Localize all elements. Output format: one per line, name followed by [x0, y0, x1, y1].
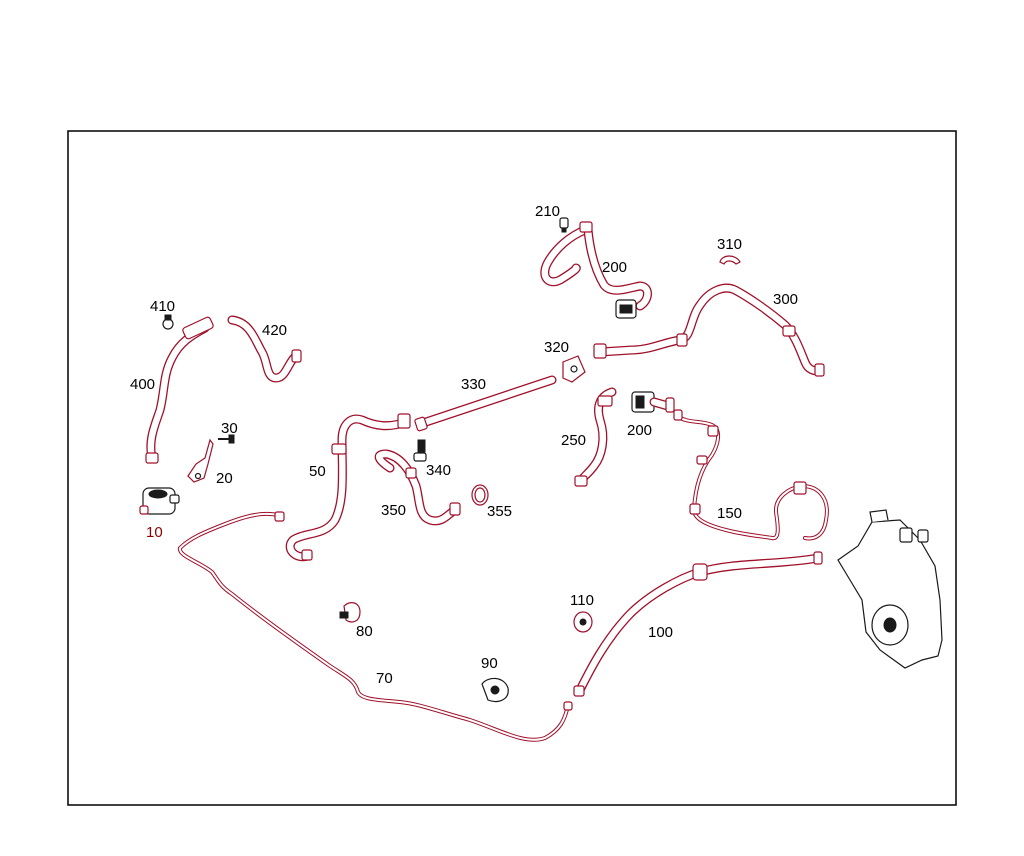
callout-80: 80	[356, 623, 373, 640]
hose-350[interactable]	[374, 449, 461, 526]
oring-355[interactable]	[471, 484, 489, 506]
bracket-20[interactable]	[187, 438, 214, 483]
hose-330[interactable]	[414, 375, 557, 432]
callout-340: 340	[426, 462, 451, 479]
hose-50[interactable]	[285, 413, 411, 562]
callout-350: 350	[381, 502, 406, 519]
hose-400[interactable]	[145, 316, 214, 464]
callout-70: 70	[376, 670, 393, 687]
connector-110[interactable]	[573, 611, 593, 633]
callout-250: 250	[561, 432, 586, 449]
valve-200-lower[interactable]	[631, 391, 675, 413]
expansion-tank[interactable]	[837, 509, 943, 669]
connector-410[interactable]	[162, 314, 174, 330]
clip-310[interactable]	[719, 255, 741, 265]
callout-420: 420	[262, 322, 287, 339]
pump-10[interactable]	[139, 487, 180, 515]
callout-150: 150	[717, 505, 742, 522]
hose-300[interactable]	[593, 283, 825, 377]
callout-10: 10	[146, 524, 163, 541]
hose-420[interactable]	[227, 315, 302, 383]
callout-50: 50	[309, 463, 326, 480]
line-70[interactable]	[178, 511, 573, 742]
diagram-frame	[67, 130, 957, 806]
connector-320[interactable]	[562, 355, 586, 383]
hose-200-upper[interactable]	[540, 221, 652, 319]
bolt-30[interactable]	[218, 434, 235, 444]
callout-20: 20	[216, 470, 233, 487]
callout-400: 400	[130, 376, 155, 393]
callout-110: 110	[570, 592, 594, 609]
clip-80[interactable]	[339, 602, 361, 623]
line-150[interactable]	[673, 409, 829, 541]
callout-200-upper: 200	[602, 259, 627, 276]
clip-340[interactable]	[413, 439, 427, 462]
callout-30: 30	[221, 420, 238, 437]
callout-320: 320	[544, 339, 569, 356]
callout-90: 90	[481, 655, 498, 672]
callout-210: 210	[535, 203, 560, 220]
line-100[interactable]	[573, 551, 823, 697]
connector-90[interactable]	[481, 677, 509, 703]
hose-250[interactable]	[574, 387, 617, 487]
callout-410: 410	[150, 298, 175, 315]
callout-100: 100	[648, 624, 673, 641]
callout-310: 310	[717, 236, 742, 253]
callout-300: 300	[773, 291, 798, 308]
callout-200-lower: 200	[627, 422, 652, 439]
callout-330: 330	[461, 376, 486, 393]
callout-355: 355	[487, 503, 512, 520]
clip-210[interactable]	[559, 217, 569, 233]
